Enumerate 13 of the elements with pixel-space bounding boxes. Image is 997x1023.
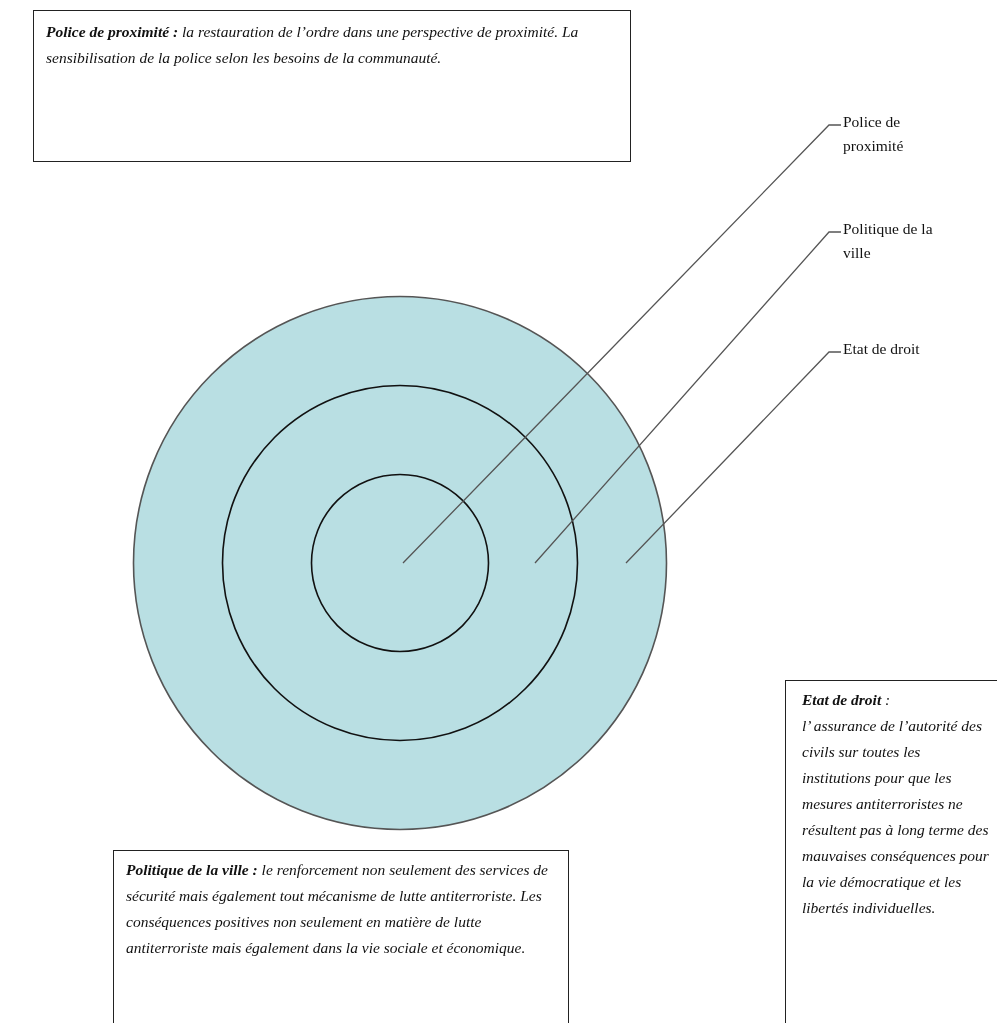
ring-label: Etat de droit [843, 339, 921, 359]
description-text: l’ assurance de l’autorité des civils sur toutes les institutions pour que les mesures antiterroristes ne résultent pas à long terme des mauvaises conséquences pour la vie démocratique et les libertés individuelles. [802, 716, 990, 918]
leader-line [402, 124, 842, 564]
ring-label: Politique de la ville [843, 219, 934, 263]
leader-line [534, 231, 842, 564]
leader-line [625, 351, 842, 564]
ring-label: Police de proximité [843, 112, 905, 156]
text-panel [33, 10, 631, 162]
description-text: Politique de la ville : le renforcement non seulement des services de sécurité mais également tout mécanisme de lutte antiterroriste. Les conséquences positives non seulement en matière de lutte antiterroriste mais également dans la vie sociale et économique. [126, 860, 549, 958]
description-text: Police de proximité : la restauration de l’ordre dans une perspective de proximité. La sensibilisation de la police selon les besoins de la communauté. [46, 22, 580, 68]
text-panel [113, 850, 569, 1023]
text-panel [785, 680, 997, 1023]
description-text: Etat de droit : [802, 690, 892, 710]
